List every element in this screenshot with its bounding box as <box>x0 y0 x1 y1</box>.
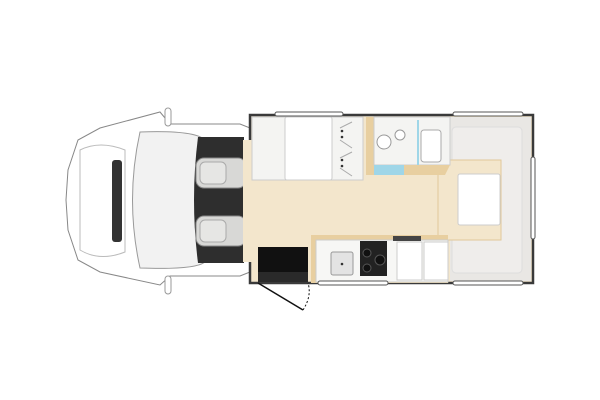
windows <box>274 111 536 286</box>
bathroom <box>366 116 451 175</box>
passenger-seat <box>195 215 247 247</box>
driver-seat <box>195 157 247 189</box>
sink-icon <box>394 129 406 141</box>
kitchen <box>311 235 449 283</box>
stove <box>360 241 387 276</box>
dinette <box>251 116 364 181</box>
table-icon <box>457 173 501 226</box>
windshield <box>112 160 122 242</box>
shower-icon <box>374 165 404 175</box>
mirror-icon <box>164 107 172 127</box>
door-icon <box>257 282 304 311</box>
side-door[interactable] <box>257 282 310 311</box>
vehicle-cab <box>65 107 251 295</box>
living-area <box>243 111 536 311</box>
toilet-icon <box>376 134 392 150</box>
mirror-icon <box>164 275 172 295</box>
fridge <box>393 236 449 281</box>
